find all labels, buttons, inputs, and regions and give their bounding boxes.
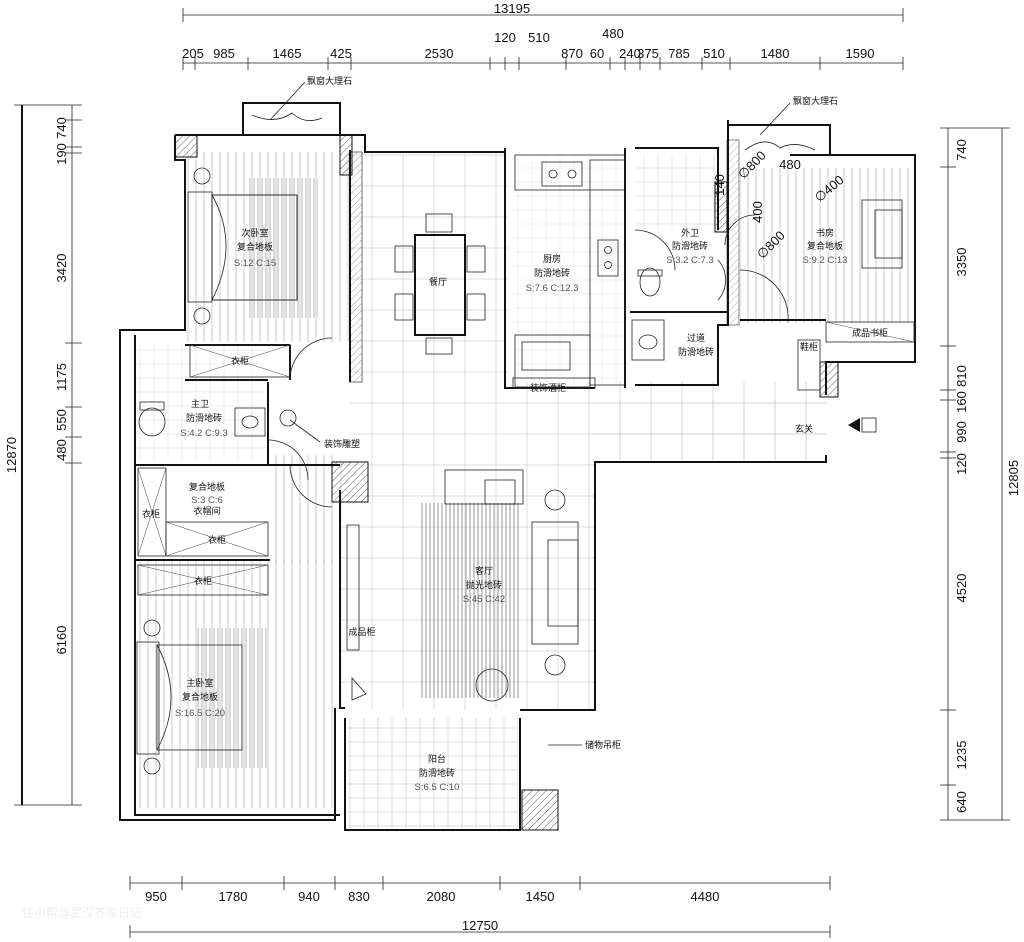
dim-right-810: 810 bbox=[954, 365, 969, 387]
dim-right-1235: 1235 bbox=[954, 741, 969, 770]
dim-right-990: 990 bbox=[954, 421, 969, 443]
room-labels: 次卧室 复合地板 S:12 C:15 餐厅 厨房 防滑地砖 S:7.6 C:12… bbox=[175, 227, 848, 793]
dim-left-480: 480 bbox=[54, 439, 69, 461]
dim-left-550: 550 bbox=[54, 409, 69, 431]
dim-top-510: 510 bbox=[528, 30, 550, 45]
guest-bath-name: 外卫 bbox=[681, 227, 699, 239]
hallway-name: 过道 bbox=[687, 332, 705, 344]
dim-top-60: 60 bbox=[590, 46, 604, 61]
dim-bottom-830: 830 bbox=[348, 889, 370, 904]
wardrobe-lower-label: 衣柜 bbox=[194, 575, 212, 587]
dim-top-240: 240 bbox=[619, 46, 641, 61]
decor-cabinet-label: 装饰酒柜 bbox=[530, 382, 566, 394]
top-dimensions: 13195 480 205 985 1465 425 2530 120 510 … bbox=[182, 1, 904, 70]
dim-top-1465: 1465 bbox=[273, 46, 302, 61]
master-bath-floor: 防滑地砖 bbox=[186, 412, 222, 424]
second-bedroom-floor: 复合地板 bbox=[237, 241, 273, 253]
master-bedroom-sc: S:16.5 C:20 bbox=[175, 708, 225, 719]
diag-dim-480: 480 bbox=[779, 157, 801, 172]
watermark: 住小帮@武汉齐家日记 bbox=[22, 905, 142, 920]
dim-top-870: 870 bbox=[561, 46, 583, 61]
dim-right-120: 120 bbox=[954, 453, 969, 475]
entry-name: 玄关 bbox=[795, 423, 813, 435]
bottom-dimensions: 950 1780 940 830 2080 1450 4480 12750 bbox=[129, 876, 831, 938]
display-cabinet-label: 成品柜 bbox=[348, 626, 375, 638]
dim-top-1590: 1590 bbox=[846, 46, 875, 61]
master-bath-sc: S:4.2 C:9.3 bbox=[180, 428, 228, 439]
dim-480-top: 480 bbox=[602, 26, 624, 41]
second-bedroom-sc: S:12 C:15 bbox=[234, 258, 276, 269]
dim-top-120: 120 bbox=[494, 30, 516, 45]
storage-cabinet-label: 储物吊柜 bbox=[585, 739, 621, 751]
dim-left-740: 740 bbox=[54, 117, 69, 139]
living-sc: S:45 C:42 bbox=[463, 594, 505, 605]
closet-room-sc: S:3 C:6 bbox=[191, 495, 223, 506]
dim-bottom-1450: 1450 bbox=[526, 889, 555, 904]
dim-bottom-4480: 4480 bbox=[691, 889, 720, 904]
diag-dim-400b: 400 bbox=[750, 201, 765, 223]
top-total-dim: 13195 bbox=[494, 1, 530, 16]
left-dimensions: 12870 190 740 3420 1175 480 550 6160 bbox=[4, 104, 82, 806]
master-bedroom-floor: 复合地板 bbox=[182, 691, 218, 703]
wardrobe-left-label: 衣柜 bbox=[142, 508, 160, 520]
shoe-cabinet-label: 鞋柜 bbox=[800, 341, 818, 353]
guest-bath-floor: 防滑地砖 bbox=[672, 240, 708, 252]
living-floor: 抛光地砖 bbox=[466, 579, 502, 591]
wardrobe-top-label: 衣柜 bbox=[231, 355, 249, 367]
bay-marble-right-label: 飘窗大理石 bbox=[793, 95, 838, 107]
balcony-name: 阳台 bbox=[428, 753, 446, 765]
bookcase-label: 成品书柜 bbox=[852, 327, 888, 339]
dim-top-785: 785 bbox=[668, 46, 690, 61]
dim-top-985: 985 bbox=[213, 46, 235, 61]
structural-columns bbox=[174, 134, 839, 831]
study-sc: S:9.2 C:13 bbox=[803, 255, 848, 266]
master-bath-name: 主卫 bbox=[191, 398, 209, 410]
dim-top-510b: 510 bbox=[703, 46, 725, 61]
dim-top-375: 375 bbox=[637, 46, 659, 61]
balcony-floor: 防滑地砖 bbox=[419, 767, 455, 779]
decor-sculpture-label: 装饰雕塑 bbox=[324, 438, 360, 450]
bay-marble-left-label: 飘窗大理石 bbox=[307, 75, 352, 87]
dim-top-2530: 2530 bbox=[425, 46, 454, 61]
master-bedroom-name: 主卧室 bbox=[186, 677, 213, 689]
wardrobe-mid-label: 衣柜 bbox=[208, 534, 226, 546]
dim-bottom-950: 950 bbox=[145, 889, 167, 904]
dim-left-6160: 6160 bbox=[54, 626, 69, 655]
dim-bottom-2080: 2080 bbox=[427, 889, 456, 904]
dim-right-3350: 3350 bbox=[954, 248, 969, 277]
dim-left-1175: 1175 bbox=[54, 363, 69, 391]
right-total-dim: 12805 bbox=[1006, 460, 1021, 496]
left-total-dim: 12870 bbox=[4, 437, 19, 473]
diag-dim-140: 140 bbox=[712, 174, 727, 196]
second-bedroom-name: 次卧室 bbox=[241, 227, 268, 239]
dim-right-740: 740 bbox=[954, 139, 969, 161]
study-name: 书房 bbox=[816, 227, 834, 239]
guest-bath-sc: S:3.2 C:7.3 bbox=[666, 255, 714, 266]
closet-room-floor: 复合地板 bbox=[189, 481, 225, 493]
kitchen-name: 厨房 bbox=[543, 253, 561, 265]
living-name: 客厅 bbox=[475, 565, 493, 577]
bottom-total-dim: 12750 bbox=[462, 918, 498, 933]
dim-top-205: 205 bbox=[182, 46, 204, 61]
dim-right-160: 160 bbox=[954, 391, 969, 413]
furniture bbox=[136, 112, 915, 775]
dining-name: 餐厅 bbox=[429, 276, 447, 288]
kitchen-floor: 防滑地砖 bbox=[534, 267, 570, 279]
hallway-floor: 防滑地砖 bbox=[678, 346, 714, 358]
closet-room-name: 衣帽间 bbox=[193, 505, 220, 517]
kitchen-sc: S:7.6 C:12.3 bbox=[526, 283, 579, 294]
study-floor: 复合地板 bbox=[807, 240, 843, 252]
dim-top-425: 425 bbox=[330, 46, 352, 61]
dim-left-3420: 3420 bbox=[54, 254, 69, 283]
dim-right-640: 640 bbox=[954, 791, 969, 813]
dim-top-1480: 1480 bbox=[761, 46, 790, 61]
right-dimensions: 12805 740 3350 810 160 990 120 4520 1235… bbox=[940, 127, 1021, 821]
balcony-sc: S:6.5 C:10 bbox=[415, 782, 460, 793]
dim-bottom-940: 940 bbox=[298, 889, 320, 904]
dim-bottom-1780: 1780 bbox=[219, 889, 248, 904]
dim-left-190: 190 bbox=[54, 143, 69, 165]
dim-right-4520: 4520 bbox=[954, 574, 969, 603]
